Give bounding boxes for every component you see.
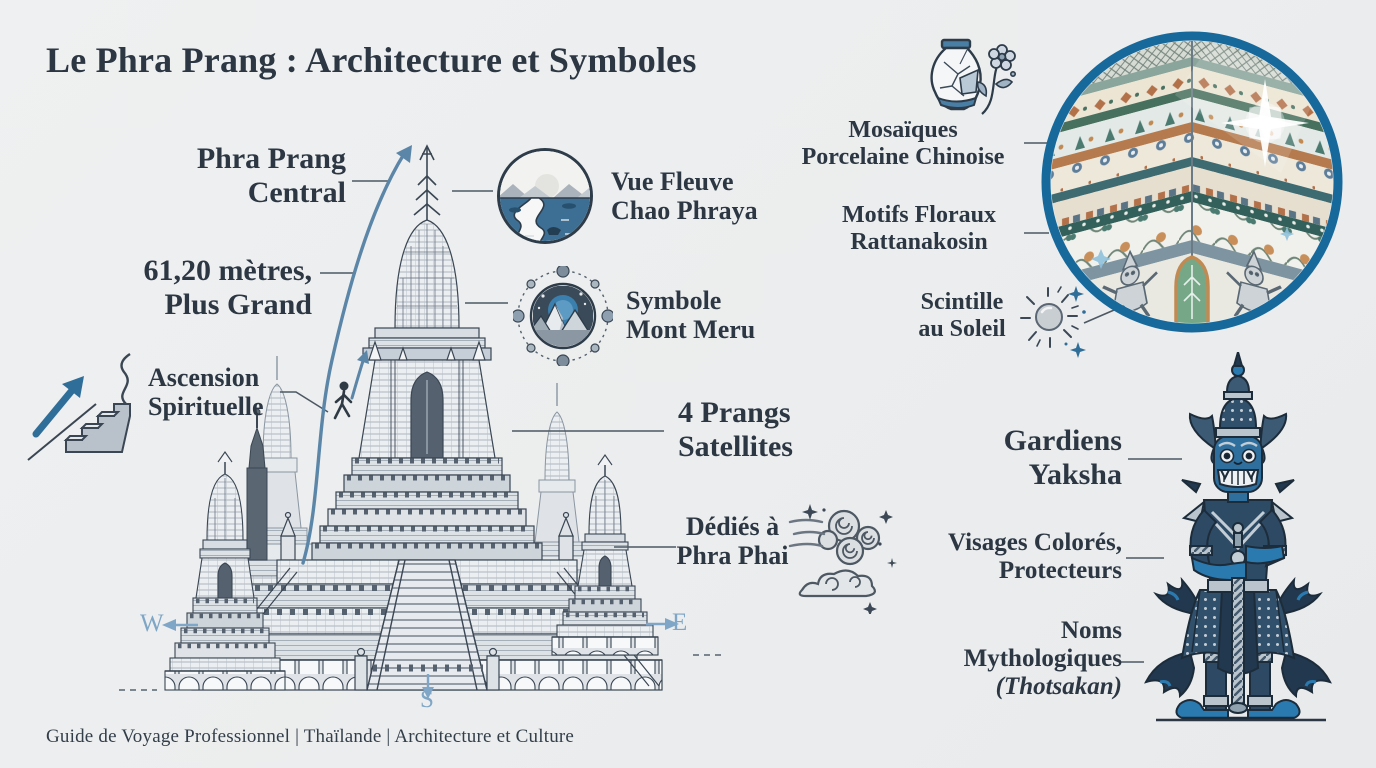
compass-east: E — [672, 609, 688, 636]
label-phra-prang-central: Phra Prang Central — [196, 142, 346, 209]
ground-lines — [119, 654, 721, 691]
stairs-icon — [27, 353, 131, 461]
gate-posts — [354, 647, 500, 691]
corner-pinnacle — [280, 511, 574, 561]
label-ascension: Ascension Spirituelle — [148, 363, 264, 422]
footer-caption: Guide de Voyage Professionnel | Thaïland… — [46, 726, 575, 747]
sun-icon — [1020, 286, 1086, 358]
yaksha-guardian-illustration — [1144, 352, 1332, 720]
label-vue-fleuve: Vue Fleuve Chao Phraya — [611, 167, 758, 226]
sparkles — [802, 504, 897, 614]
label-mosaiques: Mosaïques Porcelaine Chinoise — [801, 117, 1005, 170]
page-title: Le Phra Prang : Architecture et Symboles — [46, 40, 697, 80]
label-visages-colores: Visages Colorés, Protecteurs — [947, 529, 1122, 584]
wind-clouds-icon — [788, 504, 897, 614]
satellite-prang-left — [164, 451, 286, 691]
dark-spire — [246, 408, 268, 561]
porcelain-vase-icon — [930, 38, 1017, 115]
label-noms-mythologiques: Noms Mythologiques (Thotsakan) — [963, 617, 1122, 700]
label-scintille: Scintille au Soleil — [918, 289, 1006, 342]
label-prangs-satellites: 4 Prangs Satellites — [678, 396, 793, 463]
label-gardiens-yaksha: Gardiens Yaksha — [1003, 424, 1122, 491]
lens-flare — [1221, 79, 1309, 167]
label-hauteur: 61,20 mètres, Plus Grand — [143, 254, 312, 321]
mont-meru-orbit-icon — [513, 266, 613, 366]
label-mont-meru: Symbole Mont Meru — [626, 286, 756, 345]
satellite-prang-right — [551, 454, 659, 656]
label-phra-phai: Dédiés à Phra Phai — [676, 512, 789, 571]
mosaic-detail-photo — [1041, 31, 1343, 333]
compass-south: S — [420, 686, 434, 713]
compass-west: W — [140, 610, 164, 637]
river-view-icon — [497, 148, 593, 244]
label-motifs-floraux: Motifs Floraux Rattanakosin — [842, 202, 996, 255]
